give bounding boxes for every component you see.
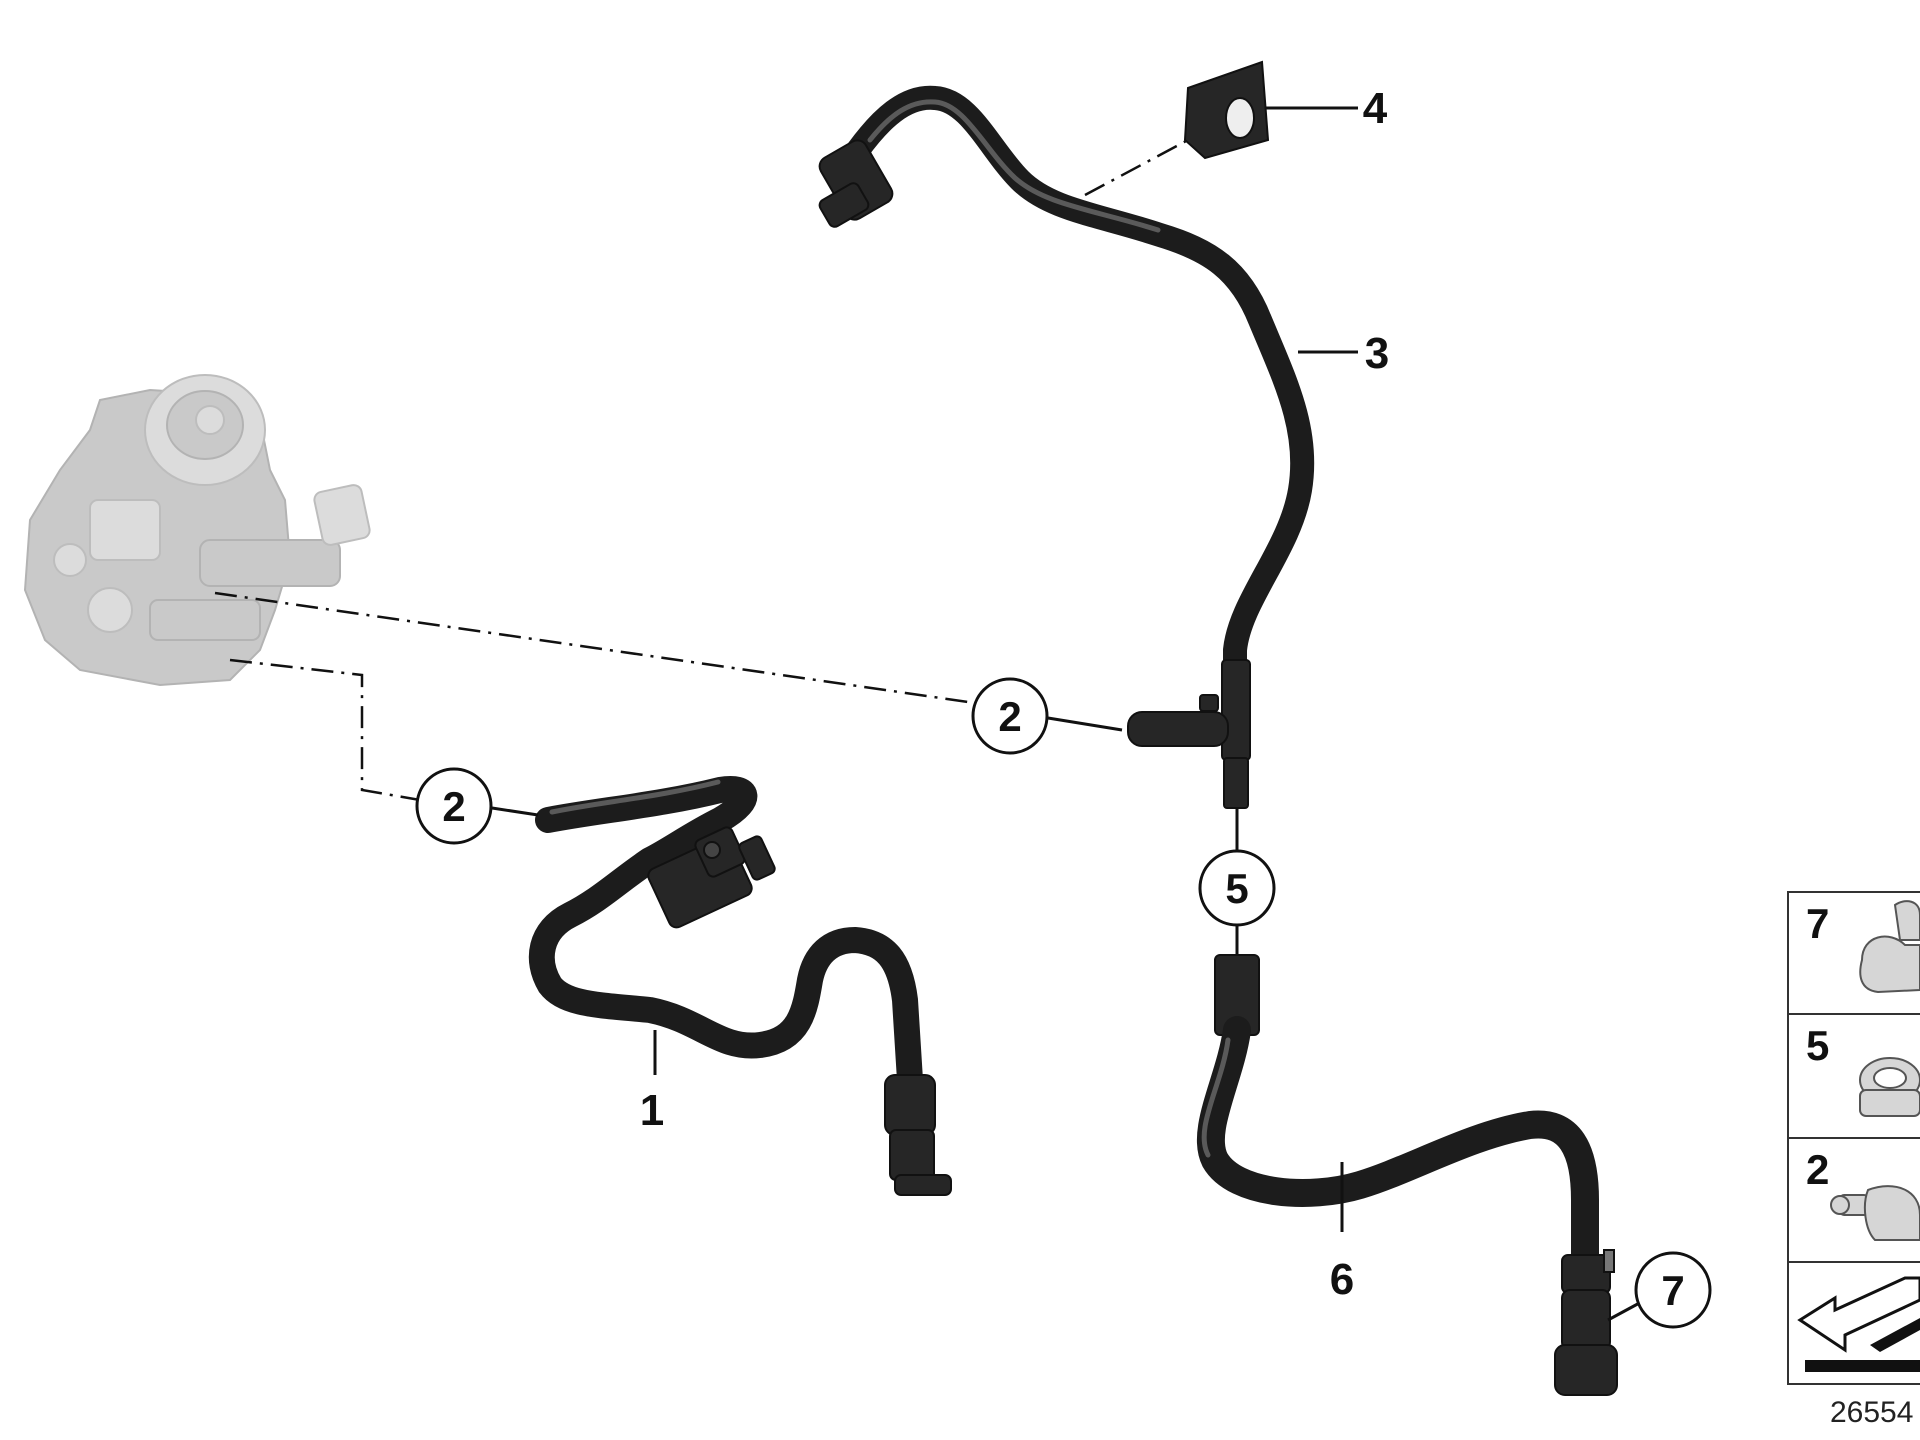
hose-1-connector [884,1074,952,1196]
callout-2-lower: 2 [415,767,493,845]
holder-4 [1183,60,1270,160]
spring-clip-icon [1859,900,1920,994]
t-piece [1127,659,1251,809]
callout-labels: 4 3 1 6 2 2 5 7 [415,84,1712,1329]
leader-lines [491,106,1646,1322]
svg-text:7: 7 [1806,900,1829,947]
hose-6 [1196,954,1618,1396]
fuel-pump-ghost [23,374,371,687]
hose-6-clip [1561,1249,1615,1294]
hose-1-valve [647,826,776,929]
hose-clamp-icon [1859,1057,1920,1117]
svg-text:7: 7 [1661,1267,1684,1314]
svg-text:2: 2 [442,783,465,830]
callout-3: 3 [1365,329,1389,378]
callout-7: 7 [1634,1251,1712,1329]
legend-row-arrow [1797,1276,1920,1372]
legend-row-2: 2 [1806,1146,1920,1241]
hose-3 [818,85,1315,809]
callout-5: 5 [1198,849,1276,927]
svg-text:5: 5 [1806,1022,1829,1069]
legend-panel: 7 5 2 [1787,891,1920,1385]
callout-4: 4 [1363,84,1388,133]
callout-2-upper: 2 [971,677,1049,755]
hose-6-connector [1554,1289,1618,1396]
legend-row-5: 5 [1806,1022,1920,1117]
screw-clamp-icon [1830,1185,1920,1241]
callout-1: 1 [640,1086,664,1135]
pointer-arrow-icon [1797,1276,1920,1372]
legend-row-7: 7 [1806,900,1920,994]
reference-lines [214,138,1189,802]
svg-text:5: 5 [1225,865,1248,912]
callout-6: 6 [1330,1255,1354,1304]
hose-1 [528,776,952,1196]
hose-3-connector [818,139,894,228]
svg-text:2: 2 [998,693,1021,740]
diagram-id: 26554 [1830,1396,1913,1429]
svg-text:2: 2 [1806,1146,1829,1193]
